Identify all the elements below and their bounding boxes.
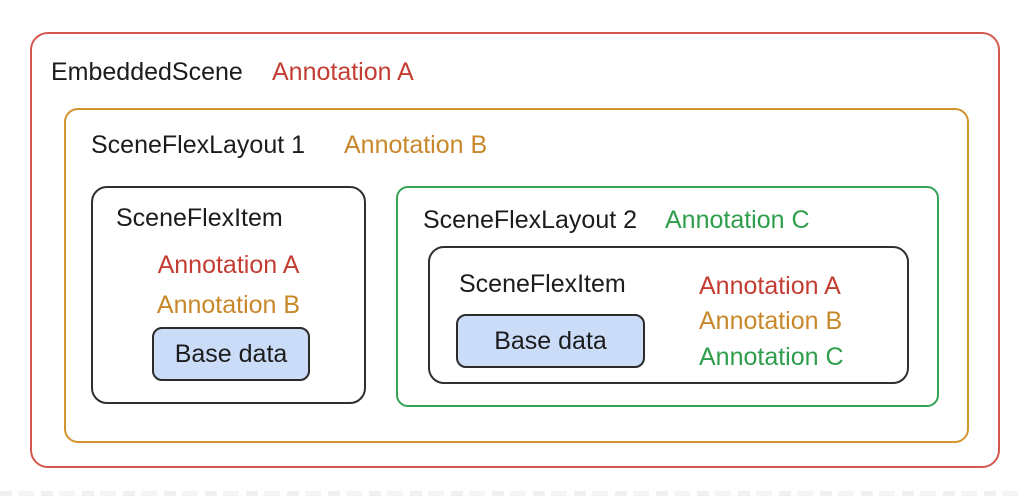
base-data-box-1: Base data [152, 327, 310, 381]
embedded-scene-box: EmbeddedScene Annotation A SceneFlexLayo… [30, 32, 1000, 468]
scene-flex-layout-1-box: SceneFlexLayout 1 Annotation B SceneFlex… [64, 108, 969, 443]
base-data-1-label: Base data [174, 339, 288, 368]
embedded-scene-label: EmbeddedScene [51, 58, 243, 86]
scene-flex-layout-2-annotation-c: Annotation C [665, 206, 810, 234]
scene-flex-item-2-annotation-c: Annotation C [699, 343, 844, 371]
scene-flex-layout-1-label: SceneFlexLayout 1 [91, 131, 306, 159]
embedded-scene-annotation-a: Annotation A [272, 58, 414, 86]
scene-flex-item-1-label: SceneFlexItem [116, 204, 283, 232]
scene-flex-layout-1-annotation-b: Annotation B [344, 131, 488, 159]
scene-flex-item-1-box: SceneFlexItem Annotation A Annotation B … [91, 186, 366, 404]
base-data-2-label: Base data [494, 326, 607, 355]
scene-flex-item-2-label: SceneFlexItem [459, 270, 626, 298]
scene-flex-layout-2-box: SceneFlexLayout 2 Annotation C SceneFlex… [396, 186, 939, 407]
scene-flex-item-1-annotation-a: Annotation A [157, 251, 300, 279]
scene-flex-item-1-annotation-b: Annotation B [156, 291, 301, 319]
scene-flex-item-2-annotation-b: Annotation B [699, 307, 843, 335]
base-data-box-2: Base data [456, 314, 645, 368]
bottom-edge-artifact [0, 491, 1024, 496]
scene-flex-layout-2-label: SceneFlexLayout 2 [423, 206, 638, 234]
scene-flex-item-2-annotation-a: Annotation A [699, 272, 841, 300]
scene-flex-item-2-box: SceneFlexItem Base data Annotation A Ann… [428, 246, 909, 384]
